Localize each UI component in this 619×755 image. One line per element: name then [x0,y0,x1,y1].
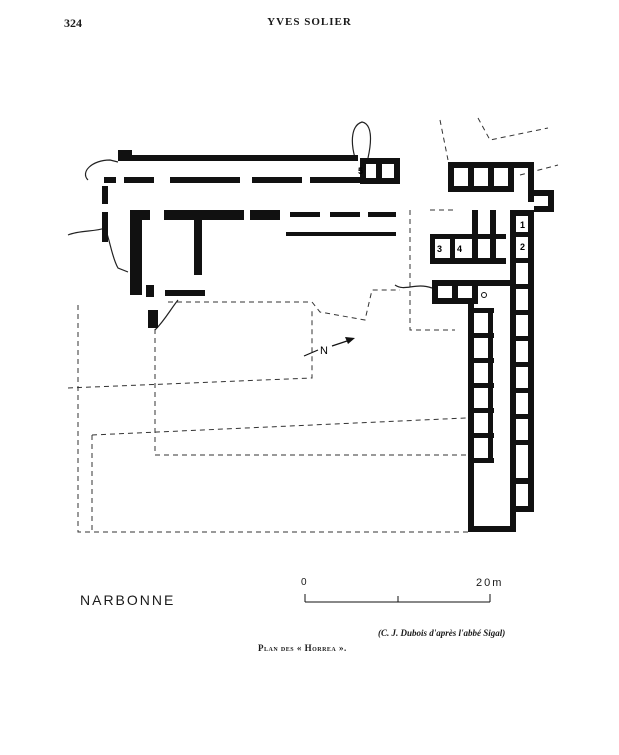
running-head: YVES SOLIER [267,16,352,28]
well-marker [481,292,487,298]
walls [102,150,554,532]
scale-bar [304,594,491,603]
room-labels: 1 2 3 4 5 [358,166,525,254]
scale-start-label: 0 [301,577,307,588]
room-number-5: 5 [358,166,363,176]
room-number-2: 2 [520,242,525,252]
scale-end-label: 20m [476,577,504,589]
north-label: N [320,345,328,357]
column-cross-walls [474,232,530,463]
north-arrow: N [303,337,355,357]
dashed-outlines [67,117,559,533]
site-label: NARBONNE [80,592,176,608]
room-number-4: 4 [457,244,462,254]
room-number-1: 1 [520,220,525,230]
figure-caption: Plan des « Horrea ». [258,643,347,653]
room-number-3: 3 [437,244,442,254]
arrow-head-icon [345,337,355,344]
irregular-outlines [67,121,433,331]
figure-credit: (C. J. Dubois d'après l'abbé Sigal) [378,628,506,638]
page-number: 324 [64,16,82,30]
